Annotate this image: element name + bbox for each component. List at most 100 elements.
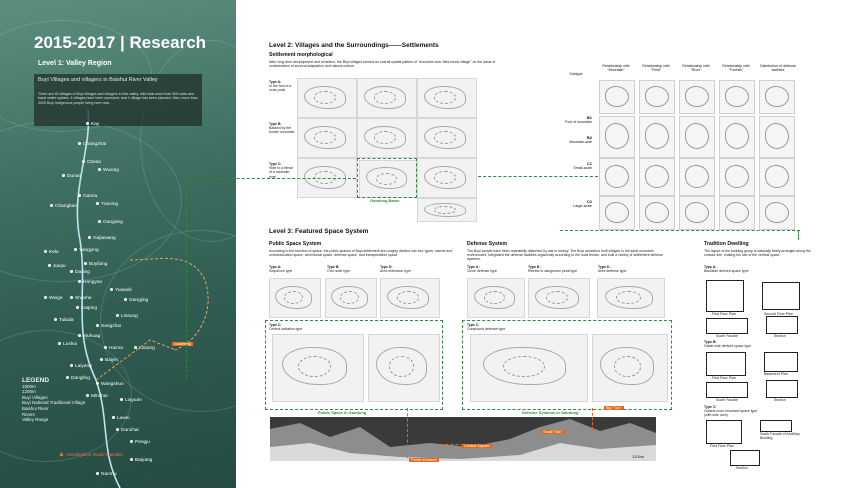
dwelling-type-label: Type A:Backside derived space type [704, 265, 749, 274]
baishui-river [76, 109, 121, 488]
village-label: Gamia [78, 194, 97, 199]
table-cell [719, 116, 755, 158]
village-label: Wangshuo [96, 382, 124, 387]
legend-item: Buyi National Traditional Village [22, 400, 86, 406]
village-label: Chedu [82, 160, 101, 165]
table-cell [599, 80, 635, 114]
village-label: Liayuan [120, 398, 142, 403]
gaodong-highlight-box [357, 158, 417, 198]
column-header: Relationship with "Field" [642, 64, 670, 73]
ancillary-facade [760, 420, 792, 432]
gaodong-basin-sketch [359, 160, 417, 198]
gaodong-basin-label: Gaodong Basin [370, 198, 400, 203]
legend-item: Rivers [22, 411, 35, 417]
connector-line [186, 178, 187, 378]
village-label: Yuwanli [110, 288, 132, 293]
public-type-sketch [380, 278, 440, 318]
defense-type-c-label: Type C:Compound defense type [467, 323, 506, 332]
section-drawing-c [730, 450, 760, 466]
type-c-label: Type C:Hole in a bench of a meander rive… [269, 162, 294, 179]
village-label: Kaiping [76, 306, 97, 311]
village-label: Boyilang [84, 262, 107, 267]
south-facade [706, 318, 748, 334]
village-label: Dunao [62, 174, 81, 179]
table-cell [759, 116, 795, 158]
defense-type-sketch [597, 278, 665, 318]
gaodong-defense-plan [592, 334, 668, 402]
level-3-title: Level 3: Featured Space System [269, 228, 369, 235]
table-cell [599, 116, 635, 158]
compound-defense-sketch [470, 334, 588, 402]
tradition-dwelling-title: Tradition Dwelling [704, 241, 749, 247]
defense-type-sketch [528, 278, 590, 318]
connector-line [560, 230, 800, 231]
section-drawing-a [766, 316, 798, 334]
section-connector [407, 408, 408, 458]
type-b-sketch [297, 118, 357, 158]
column-header: Relationship with "River" [682, 64, 710, 73]
table-cell [679, 196, 715, 230]
public-type-label: Type A:Sequence type [269, 265, 293, 274]
valley-map [76, 109, 209, 488]
table-cell [639, 158, 675, 196]
type-b-sketch [357, 118, 417, 158]
type-a-sketch [357, 78, 417, 118]
small-tun-label: Small "Tun" [541, 430, 565, 434]
subtype-header: Subtype [569, 72, 583, 76]
defense-type-sketch [467, 278, 525, 318]
village-label: Linsong [116, 314, 138, 319]
legend-item: 1000m [22, 383, 36, 389]
first-floor-plan [706, 280, 744, 312]
column-header: Relationship with "Forests" [722, 64, 750, 73]
table-cell [599, 158, 635, 196]
valley-subtitle: Buyi Villages and villagers in Baishui R… [38, 77, 158, 83]
public-entrance-label: Public entrance [409, 458, 440, 462]
village-label: Changban [50, 204, 77, 209]
village-label: Hongyan [78, 280, 102, 285]
village-label: Lawei [112, 416, 130, 421]
drawing-caption: Second Floor Plan [764, 312, 793, 316]
legend-item: 1200m [22, 389, 36, 395]
drawing-caption: First Floor Plan [712, 312, 736, 316]
table-cell [719, 80, 755, 114]
section-connector [592, 408, 593, 430]
drawing-caption: Section [736, 466, 748, 470]
village-label: Gangjing [124, 298, 148, 303]
drawing-caption: First Floor Plan [710, 444, 734, 448]
drawing-caption: South Facade [716, 398, 738, 402]
drawing-caption: South Facade of Ancillary Building [760, 432, 800, 441]
defense-highlight-box [462, 320, 672, 410]
table-cell [719, 196, 755, 230]
defense-type-label: Type B :Retreat to dangerous peak type [528, 265, 578, 274]
village-label: Baiyang [130, 458, 152, 463]
type-c-sketch [417, 198, 477, 222]
investigation-route [129, 257, 209, 351]
village-label: Changzhai [78, 142, 106, 147]
village-label: Huima [104, 346, 123, 351]
village-label: Shanhe [70, 296, 92, 301]
drawing-caption: Basement Plan [764, 372, 788, 376]
pointer-icon: ▲ [58, 451, 65, 458]
defense-system-title: Defense System [467, 241, 508, 247]
drawing-caption: Section [774, 334, 786, 338]
village-label: Weige [44, 296, 63, 301]
legend-title: LEGEND [22, 377, 50, 384]
village-label: Lushui [58, 342, 77, 347]
village-label: Jiaqiu [48, 264, 66, 269]
table-cell [639, 196, 675, 230]
settlement-desc: After long-term development and evolutio… [269, 60, 496, 69]
route-pointer-label: ▲ Investigation Route Mainline [58, 451, 123, 458]
village-label: Gaogong [98, 220, 123, 225]
village-label: Daxing [70, 270, 90, 275]
section-scale: 1200m [632, 454, 645, 459]
type-c-sketch [417, 158, 477, 198]
column-header: Distribution of defense facilities [760, 64, 796, 73]
village-label: Nanmu [96, 472, 116, 477]
first-floor-plan [706, 420, 742, 444]
level-2-title: Level 2: Villages and the Surroundings——… [269, 42, 439, 49]
public-type-sketch [325, 278, 377, 318]
village-label: Kelu [44, 250, 59, 255]
section-title: Section of Gaodong [272, 465, 308, 470]
public-space-desc: According to the function of space, the … [269, 249, 453, 258]
